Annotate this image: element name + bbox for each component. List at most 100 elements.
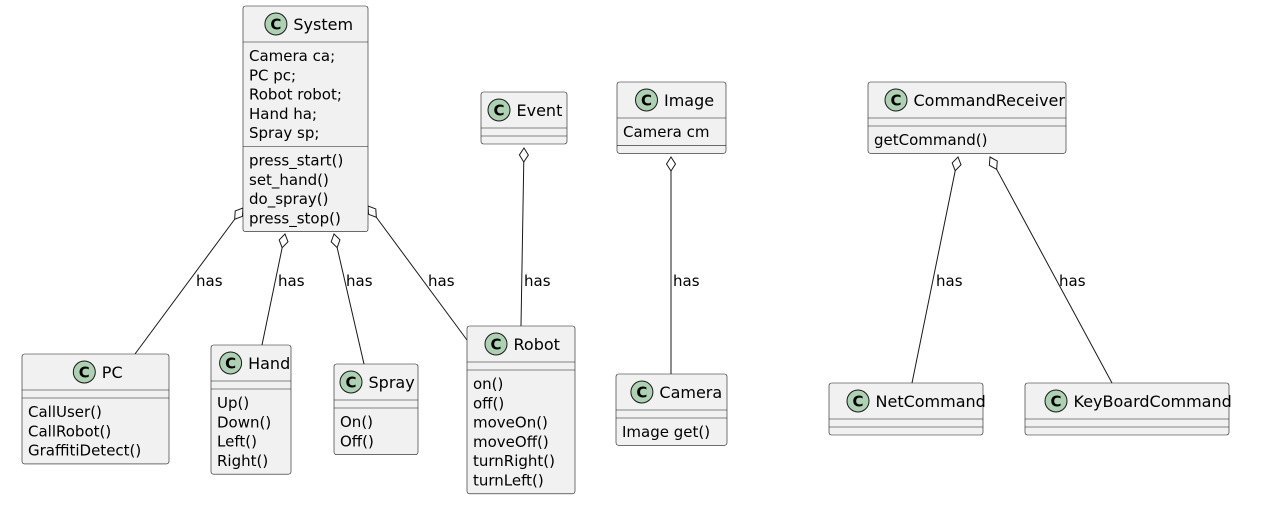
relation-system-hand: has [261, 233, 305, 346]
class-name: Event [517, 101, 563, 120]
class-field: PC pc; [249, 66, 296, 84]
aggregation-diamond-icon [278, 233, 289, 249]
class-commandreceiver: C CommandReceiver getCommand() [867, 81, 1067, 154]
class-field: Camera cm [623, 123, 710, 141]
relation-label: has [673, 272, 700, 290]
relation-line [911, 170, 956, 384]
class-event: C Event [480, 91, 568, 145]
class-type-glyph: C [852, 393, 863, 411]
aggregation-diamond-icon [367, 205, 377, 219]
relation-line [261, 247, 283, 346]
class-type-icon [264, 12, 288, 36]
relation-system-pc: has [134, 207, 244, 355]
class-method: Down() [217, 413, 271, 431]
class-type-glyph: C [641, 92, 652, 110]
class-method: set_hand() [249, 171, 329, 190]
class-type-icon [339, 370, 363, 394]
aggregation-diamond-icon [988, 156, 998, 171]
relations-layer: has has has has has has has has [134, 147, 1113, 384]
class-type-icon [72, 360, 96, 384]
class-box [242, 5, 369, 232]
class-method: do_spray() [249, 190, 328, 209]
class-method: Up() [217, 394, 249, 412]
class-name: Spray [369, 373, 415, 392]
class-name: KeyBoardCommand [1074, 392, 1232, 411]
class-method: Off() [340, 432, 374, 450]
class-method: turnRight() [473, 452, 555, 470]
class-box [21, 353, 170, 465]
class-type-glyph: C [345, 374, 356, 392]
class-type-glyph: C [490, 336, 501, 354]
class-field: Robot robot; [249, 86, 342, 104]
relation-line [996, 169, 1113, 384]
class-type-icon [219, 351, 243, 375]
relation-label: has [346, 272, 373, 290]
class-name: Hand [248, 354, 290, 373]
class-box [1024, 382, 1230, 436]
class-method: Image get() [622, 423, 710, 441]
relation-image-camera: has [665, 156, 700, 374]
aggregation-diamond-icon [330, 233, 341, 249]
relation-commandreceiver-netcommand: has [911, 156, 963, 384]
relation-event-robot: has [518, 147, 551, 327]
relation-line [375, 216, 468, 341]
class-type-glyph: C [493, 102, 504, 120]
class-box [466, 325, 576, 495]
class-type-glyph: C [636, 384, 647, 402]
class-method: getCommand() [874, 131, 987, 149]
aggregation-diamond-icon [665, 156, 677, 172]
relation-line [336, 247, 365, 365]
class-name: PC [102, 363, 123, 382]
class-method: moveOff() [473, 433, 549, 451]
class-method: on() [473, 375, 503, 393]
relation-label: has [196, 272, 223, 290]
relation-label: has [524, 272, 551, 290]
class-type-icon [884, 88, 908, 112]
relation-line [134, 218, 236, 355]
class-type-icon [484, 332, 508, 356]
class-method: press_start() [249, 152, 343, 171]
class-method: press_stop() [249, 209, 341, 228]
class-type-icon [1044, 389, 1068, 413]
class-type-icon [846, 389, 870, 413]
class-name: System [293, 15, 353, 34]
aggregation-diamond-icon [234, 207, 244, 220]
class-method: CallRobot() [28, 422, 111, 440]
class-field: Camera ca; [249, 47, 335, 65]
class-method: turnLeft() [473, 472, 544, 490]
relation-label: has [278, 272, 305, 290]
class-method: Left() [217, 433, 257, 451]
class-type-icon [487, 98, 511, 122]
class-name: Camera [659, 383, 722, 402]
relation-label: has [1059, 272, 1086, 290]
class-type-icon [635, 88, 658, 112]
class-name: Image [664, 91, 714, 110]
class-method: On() [340, 413, 373, 431]
relation-system-robot: has [367, 205, 468, 341]
relation-label: has [428, 272, 455, 290]
class-field: Hand ha; [249, 105, 317, 123]
relation-label: has [936, 272, 963, 290]
class-type-glyph: C [890, 92, 901, 110]
class-name: CommandReceiver [914, 91, 1066, 110]
class-name: Robot [514, 335, 560, 354]
relation-commandreceiver-keyboardcommand: has [988, 156, 1113, 384]
class-method: CallUser() [28, 403, 102, 421]
class-method: Right() [217, 452, 268, 470]
class-box [210, 344, 292, 475]
relation-system-spray: has [330, 233, 373, 365]
class-type-icon [630, 380, 654, 404]
class-field: Spray sp; [249, 124, 319, 142]
class-method: moveOn() [473, 414, 548, 432]
